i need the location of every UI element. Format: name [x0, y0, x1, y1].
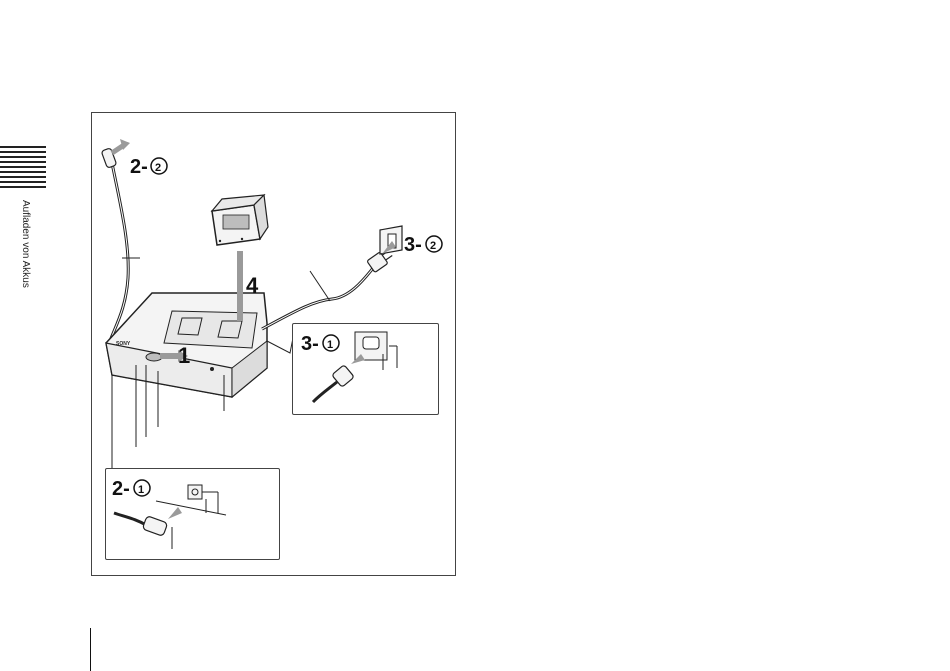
step3-2-label: 3-: [404, 234, 422, 256]
battery-pack: [212, 195, 268, 245]
page-margin-rule: [90, 628, 91, 671]
svg-text:2: 2: [155, 162, 161, 174]
step2-2-label: 2-: [130, 156, 148, 178]
section-thumb-tab: [0, 146, 46, 196]
svg-text:1: 1: [327, 339, 333, 351]
step1-label: 1: [178, 343, 190, 368]
step4-label: 4: [246, 273, 259, 298]
section-label: Aufladen von Akkus: [20, 200, 31, 288]
inset-step3-1: 3- 1: [292, 323, 439, 415]
step2-1-label: 2-: [112, 478, 130, 500]
step4-arrow: [237, 251, 243, 321]
step3-1-label: 3-: [301, 333, 319, 355]
charging-figure: SONY 1 4: [91, 112, 456, 576]
dc-cable: [110, 163, 128, 341]
svg-text:1: 1: [138, 484, 144, 496]
wall-outlet: [380, 226, 402, 254]
inset-step2-1: 2- 1: [105, 468, 280, 560]
dc-plug-top: [101, 139, 130, 168]
charger-logo: SONY: [116, 341, 131, 347]
svg-text:2: 2: [430, 240, 436, 252]
dc-out-socket: [188, 485, 202, 499]
